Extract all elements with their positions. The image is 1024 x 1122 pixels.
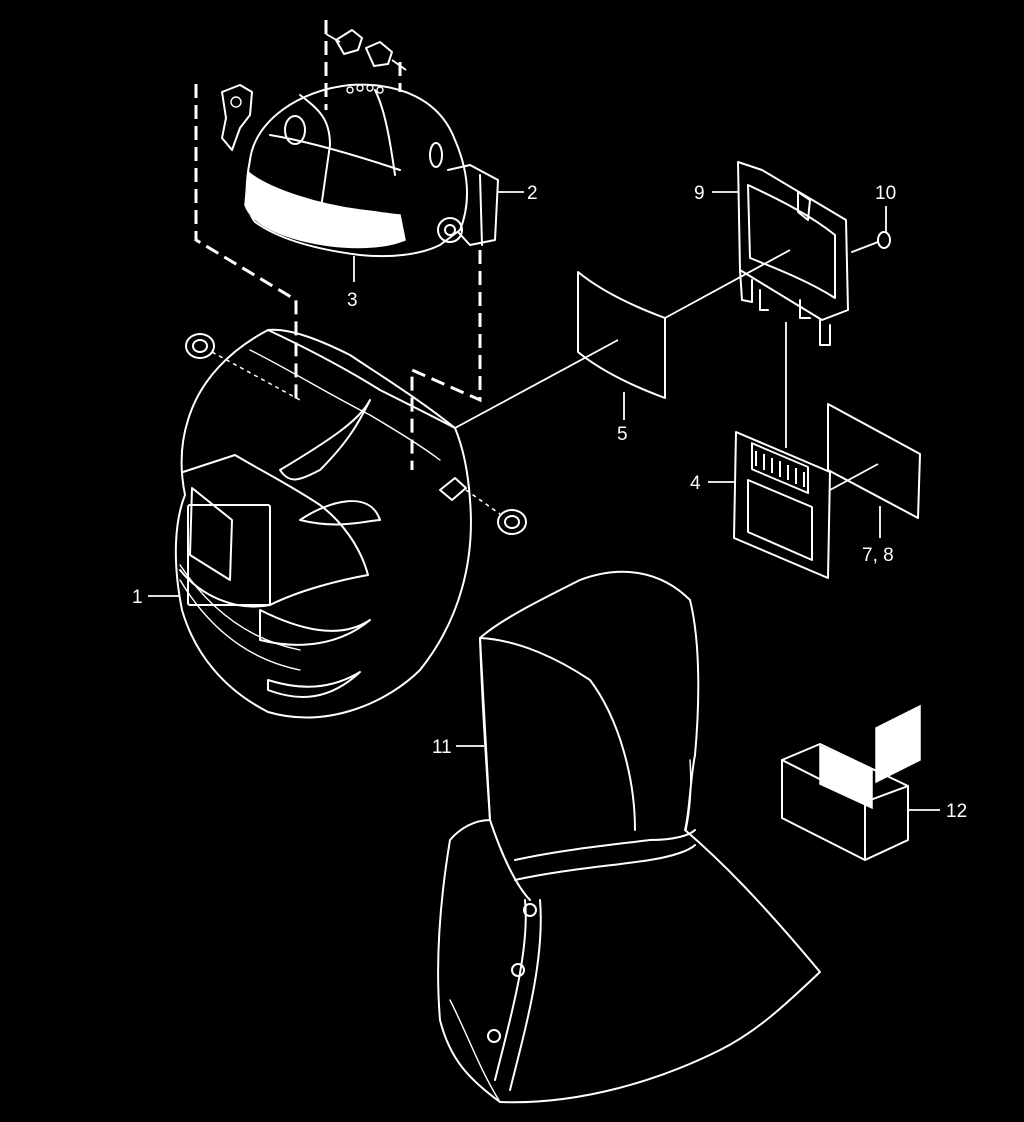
assembly-line-lens <box>454 339 619 429</box>
cover-lens-pack-part <box>781 704 921 861</box>
label-1: 1 <box>132 587 143 608</box>
adf-cartridge-part <box>733 431 831 579</box>
label-7-8: 7, 8 <box>862 545 894 566</box>
assembly-line-left <box>194 84 298 400</box>
cover-lens-part <box>577 271 666 399</box>
screw-10-part <box>851 231 891 253</box>
label-2: 2 <box>527 183 538 204</box>
assembly-line-lens-to-cassette <box>664 249 791 319</box>
label-11: 11 <box>432 737 452 758</box>
knob-left <box>185 333 301 401</box>
label-5: 5 <box>617 424 628 445</box>
cassette-holder-part <box>737 161 849 346</box>
knob-right <box>465 489 527 535</box>
assembly-line-right <box>410 250 482 470</box>
label-4: 4 <box>690 473 701 494</box>
label-10: 10 <box>875 183 896 204</box>
headgear-part <box>244 83 499 258</box>
side-clip-part <box>221 84 253 151</box>
label-9: 9 <box>694 183 705 204</box>
label-12: 12 <box>946 801 967 822</box>
label-3: 3 <box>347 290 358 311</box>
inner-cover-plate-part <box>827 403 921 519</box>
screw-left <box>325 29 363 55</box>
hood-part <box>437 570 821 1104</box>
helmet-shell-part <box>174 328 472 719</box>
